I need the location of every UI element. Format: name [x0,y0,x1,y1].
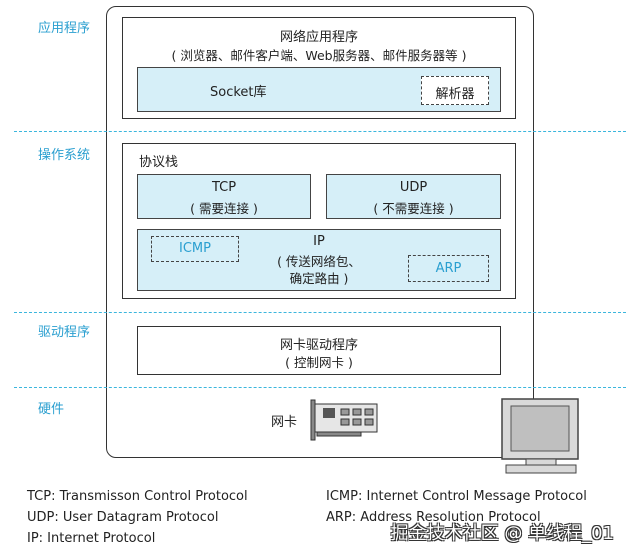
nic-label: 网卡 [271,415,298,430]
separator-driver-hardware [14,387,626,388]
resolver-label: 解析器 [435,87,475,102]
legend-arp: ARP: Address Resolution Protocol [326,510,541,525]
ip-subtitle-1: ( 传送网络包、 [277,254,361,269]
tcp-title: TCP [211,180,237,195]
layer-label-driver: 驱动程序 [38,325,91,340]
icmp-box: ICMP [151,236,239,262]
udp-box: UDP ( 不需要连接 ) [326,174,501,219]
monitor-icon [501,398,579,474]
layer-label-app: 应用程序 [38,21,91,36]
separator-os-driver [14,312,626,313]
ip-subtitle-2: 确定路由 ) [289,271,349,286]
socket-library-label: Socket库 [210,85,267,100]
udp-subtitle: ( 不需要连接 ) [373,201,454,216]
nic-driver-title: 网卡驱动程序 [279,338,358,353]
protocol-stack-title: 协议栈 [139,155,179,170]
resolver-box: 解析器 [421,76,489,105]
legend-icmp: ICMP: Internet Control Message Protocol [326,489,587,504]
network-card-icon [310,399,378,441]
layer-label-hardware: 硬件 [38,402,65,417]
icmp-label: ICMP [179,241,211,256]
legend-ip: IP: Internet Protocol [27,531,156,546]
arp-label: ARP [435,261,462,276]
udp-title: UDP [399,180,428,195]
tcp-subtitle: ( 需要连接 ) [190,201,258,216]
arp-box: ARP [408,255,489,282]
application-subtitle: ( 浏览器、邮件客户端、Web服务器、邮件服务器等 ) [171,48,467,63]
legend-udp: UDP: User Datagram Protocol [27,510,219,525]
application-title: 网络应用程序 [279,30,358,45]
ip-box: IP ( 传送网络包、 确定路由 ) [137,229,501,291]
tcp-box: TCP ( 需要连接 ) [137,174,311,219]
watermark: 掘金技术社区 @ 单线程_01 [390,523,614,544]
nic-driver-subtitle: ( 控制网卡 ) [285,355,353,370]
separator-app-os [14,131,626,132]
layer-label-os: 操作系统 [38,148,91,163]
ip-title: IP [313,234,325,249]
nic-driver-box: 网卡驱动程序 ( 控制网卡 ) [137,326,501,375]
legend-tcp: TCP: Transmisson Control Protocol [27,489,248,504]
